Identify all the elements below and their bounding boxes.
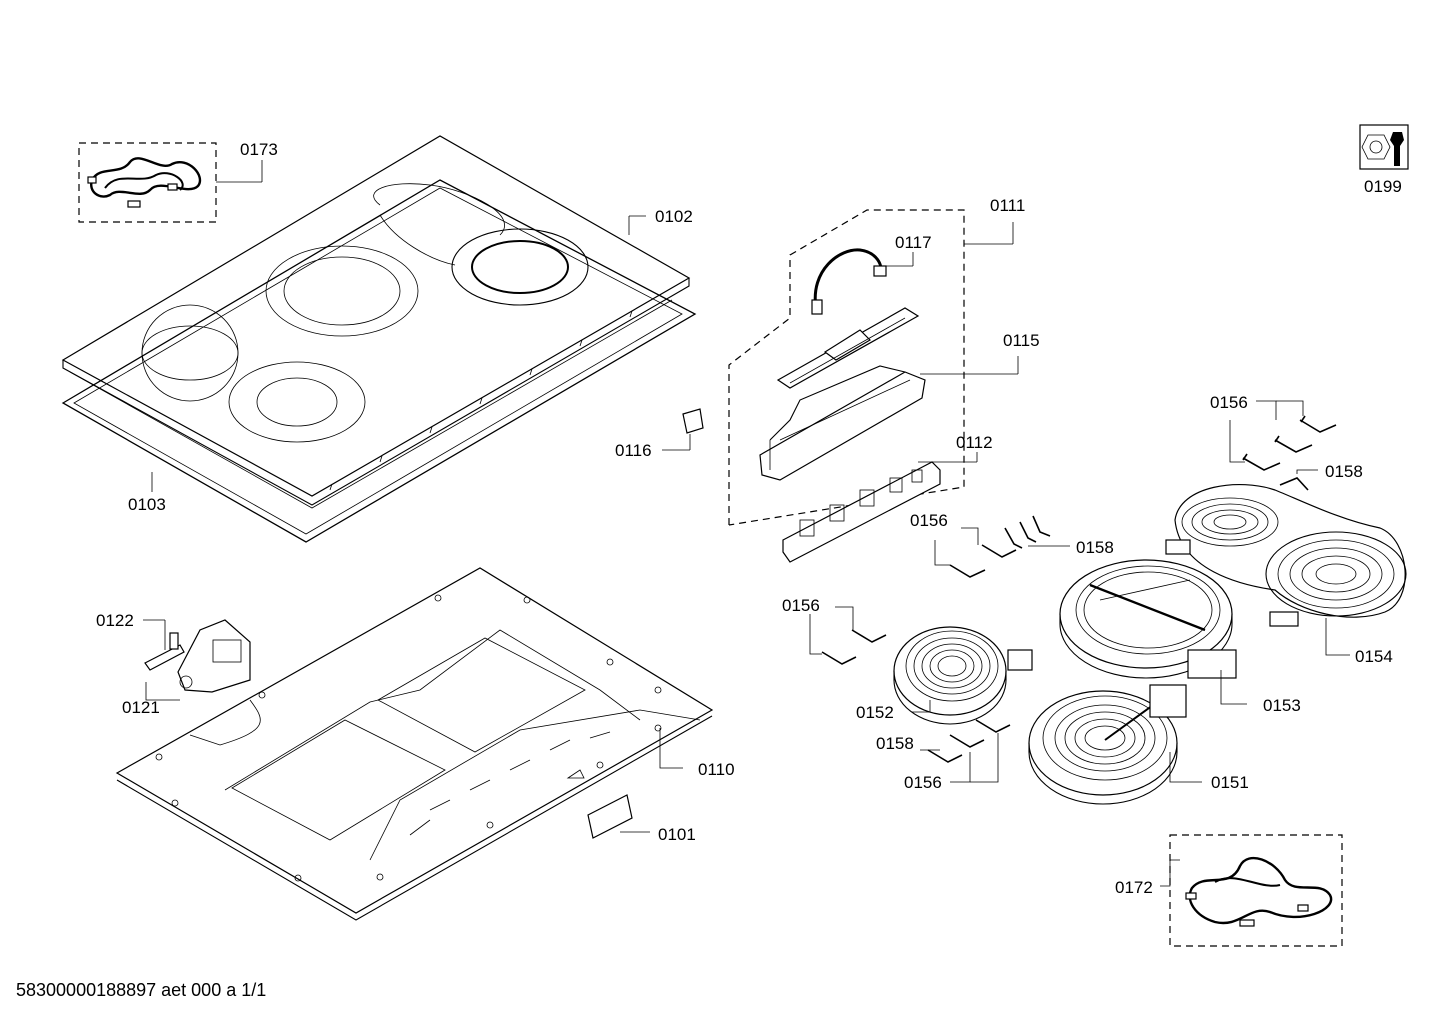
- connector-0116[interactable]: [662, 408, 704, 451]
- heating-element-0152[interactable]: [893, 626, 1033, 725]
- callout-0156-left: 0156: [782, 596, 820, 615]
- document-id: 58300000188897 aet 000 a 1/1: [16, 980, 267, 1000]
- callout-0121: 0121: [122, 698, 160, 717]
- callout-0115: 0115: [1003, 331, 1040, 350]
- callout-0173: 0173: [240, 140, 278, 159]
- callout-0151: 0151: [1211, 773, 1249, 792]
- callout-0102: 0102: [655, 207, 693, 226]
- seal-frame-0103[interactable]: [61, 179, 697, 543]
- display-board[interactable]: [776, 307, 920, 389]
- springs-0156-left[interactable]: [809, 606, 887, 665]
- springs-0156-0158-middle[interactable]: [934, 515, 1070, 578]
- callout-0116: 0116: [615, 441, 652, 460]
- wrench-nut-icon[interactable]: [1359, 124, 1409, 170]
- electronics-group-0111[interactable]: [728, 209, 1014, 526]
- callout-0112: 0112: [956, 433, 993, 452]
- rating-label-0101[interactable]: [587, 794, 650, 839]
- base-tray-0110[interactable]: [115, 567, 714, 921]
- callout-0172: 0172: [1115, 878, 1153, 897]
- heating-element-0153[interactable]: [1059, 559, 1247, 705]
- callout-0152: 0152: [856, 703, 894, 722]
- callout-0110: 0110: [698, 760, 735, 779]
- callout-0199: 0199: [1364, 177, 1402, 196]
- callout-0117: 0117: [895, 233, 932, 252]
- power-board-0112[interactable]: [782, 452, 978, 563]
- callout-0103: 0103: [128, 495, 166, 514]
- control-housing-0115[interactable]: [759, 356, 1019, 481]
- callout-0156-top: 0156: [1210, 393, 1248, 412]
- callout-0101: 0101: [658, 825, 696, 844]
- callout-0122: 0122: [96, 611, 134, 630]
- fan-unit-0121[interactable]: [145, 619, 251, 701]
- callout-0153: 0153: [1263, 696, 1301, 715]
- callout-0158-lower: 0158: [876, 734, 914, 753]
- heating-element-0151[interactable]: [1028, 684, 1202, 805]
- cable-kit-0172[interactable]: [1160, 834, 1343, 947]
- ribbon-cable-0117[interactable]: [811, 248, 914, 315]
- springs-0156-0158-top[interactable]: [1229, 400, 1337, 491]
- callout-0158-top: 0158: [1325, 462, 1363, 481]
- callout-0156-middle: 0156: [910, 511, 948, 530]
- hob-glass-top-0102[interactable]: [61, 135, 691, 509]
- callout-0154: 0154: [1355, 647, 1393, 666]
- heating-element-0154[interactable]: [1165, 484, 1407, 656]
- callout-0156-lower: 0156: [904, 773, 942, 792]
- callout-0158-middle: 0158: [1076, 538, 1114, 557]
- cable-kit-0173[interactable]: [78, 142, 263, 223]
- screw-0122[interactable]: [143, 619, 185, 671]
- springs-0158-0156-lower[interactable]: [920, 719, 1011, 783]
- callout-0111: 0111: [990, 196, 1025, 215]
